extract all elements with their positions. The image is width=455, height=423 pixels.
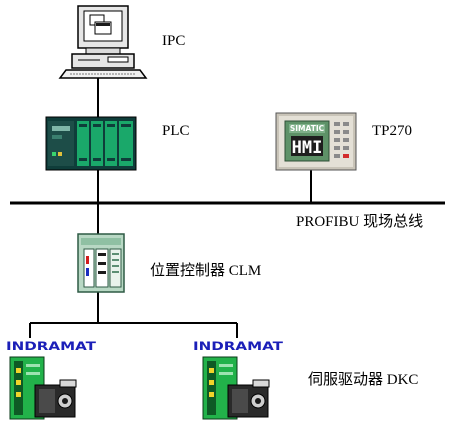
plc-label: PLC [162, 123, 190, 139]
hmi-brand-text: SIMATIC [290, 124, 325, 133]
hmi-screen-text: HMI [292, 138, 323, 158]
drives-label: 伺服驱动器 DKC [308, 372, 419, 388]
servo-drive-2-icon [202, 356, 270, 420]
ipc-label: IPC [162, 33, 186, 49]
clm-label: 位置控制器 CLM [150, 263, 262, 279]
plc-rack-icon [45, 116, 137, 171]
drive1-brand-text: INDRAMAT [6, 339, 96, 353]
servo-drive-1-icon [9, 356, 77, 420]
bus-label: PROFIBU 现场总线 [296, 214, 424, 230]
hmi-panel-icon: SIMATIC HMI [275, 112, 357, 171]
clm-controller-icon [77, 233, 125, 293]
connections [10, 78, 445, 338]
drive2-brand-text: INDRAMAT [193, 339, 283, 353]
ipc-computer-icon [58, 5, 148, 79]
hmi-label: TP270 [372, 123, 413, 139]
